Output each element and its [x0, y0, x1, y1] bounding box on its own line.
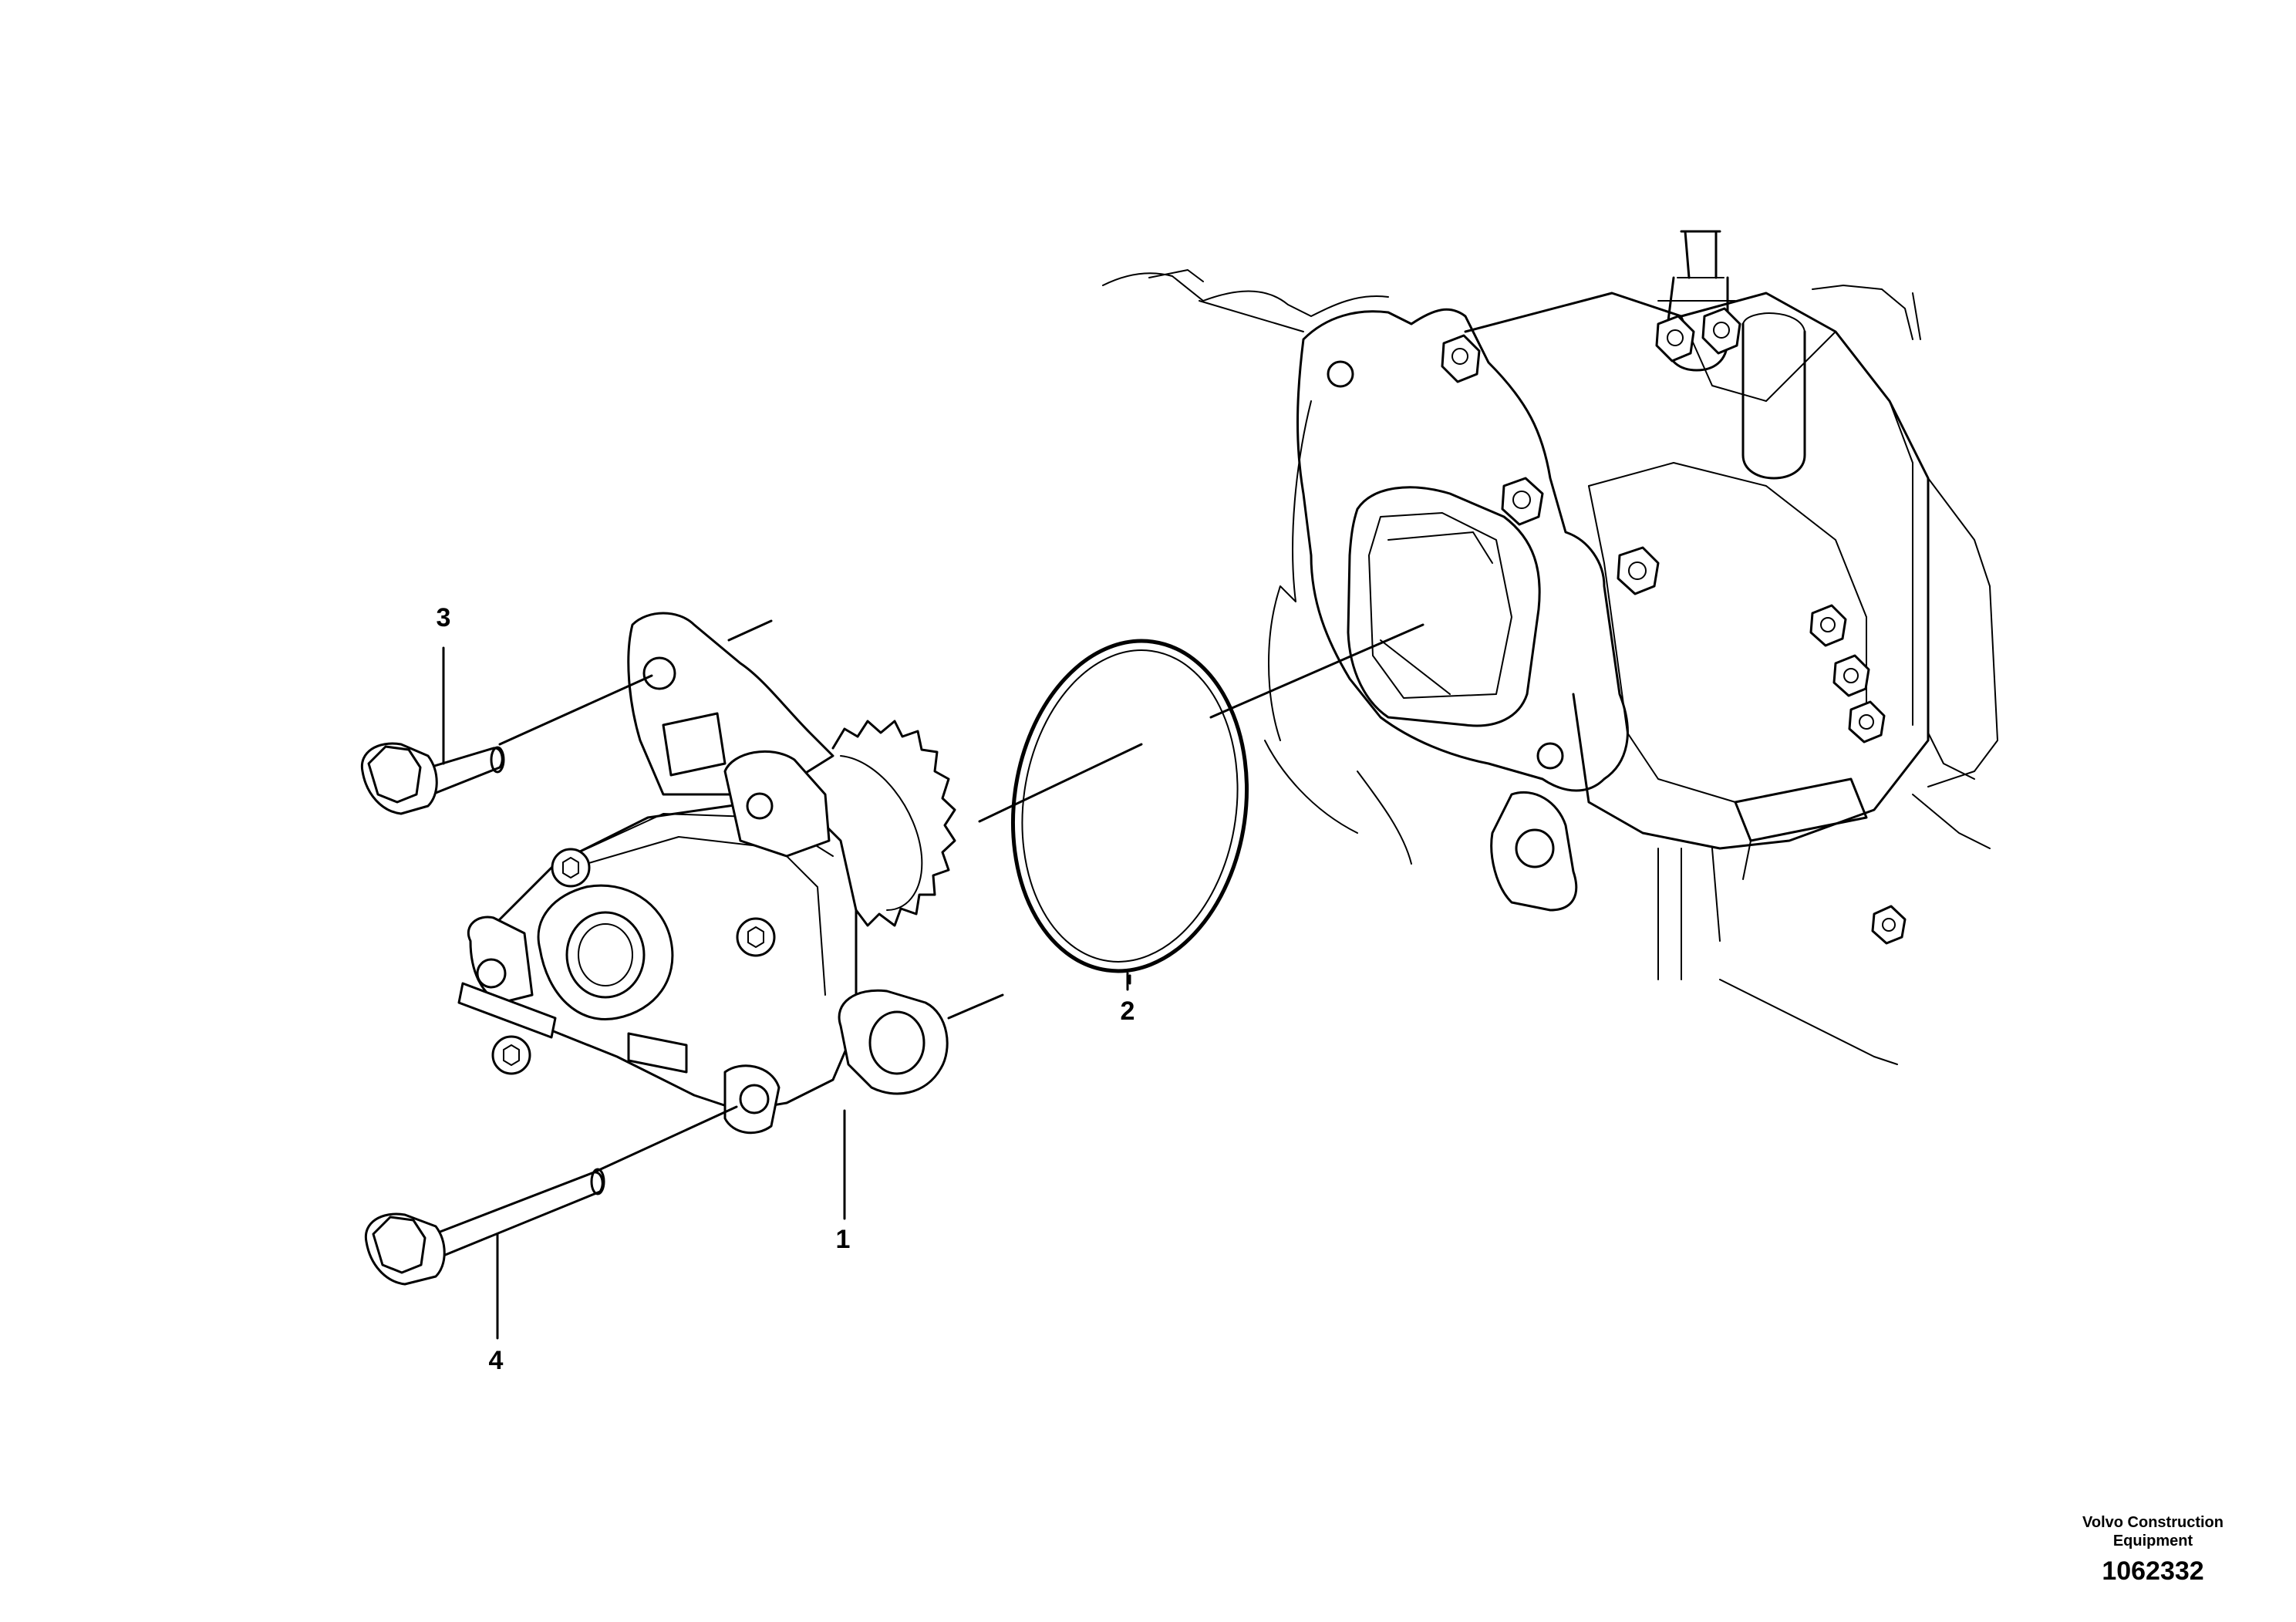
o-ring-seal	[1010, 639, 1249, 973]
flange-bolt-hole-bottom	[739, 1084, 770, 1114]
callout-labels: 1 2 3 4	[437, 603, 1135, 1375]
pump-assembly	[457, 612, 956, 1135]
callout-3: 3	[437, 603, 451, 632]
housing-bolt-hole-top	[1327, 360, 1354, 388]
brand-name-line2: Equipment	[2112, 1533, 2193, 1549]
callout-1: 1	[836, 1225, 851, 1254]
brand-name-line1: Volvo Construction	[2082, 1514, 2224, 1531]
assembly-lines	[498, 619, 1424, 1174]
housing-bolts	[1441, 307, 1907, 945]
callout-4: 4	[489, 1346, 504, 1375]
callout-2: 2	[1121, 996, 1135, 1026]
engine-housing	[1102, 230, 1998, 1065]
long-flange-bolt	[364, 1168, 605, 1286]
drawing-number: 1062332	[2102, 1556, 2204, 1586]
drawing-caption: Volvo Construction Equipment 1062332	[2082, 1513, 2224, 1587]
housing-bolt-hole-bottom	[1536, 742, 1564, 770]
flange-bolt-hole-top	[642, 656, 676, 690]
callout-leaders	[442, 646, 1131, 1340]
short-flange-bolt	[360, 742, 505, 815]
